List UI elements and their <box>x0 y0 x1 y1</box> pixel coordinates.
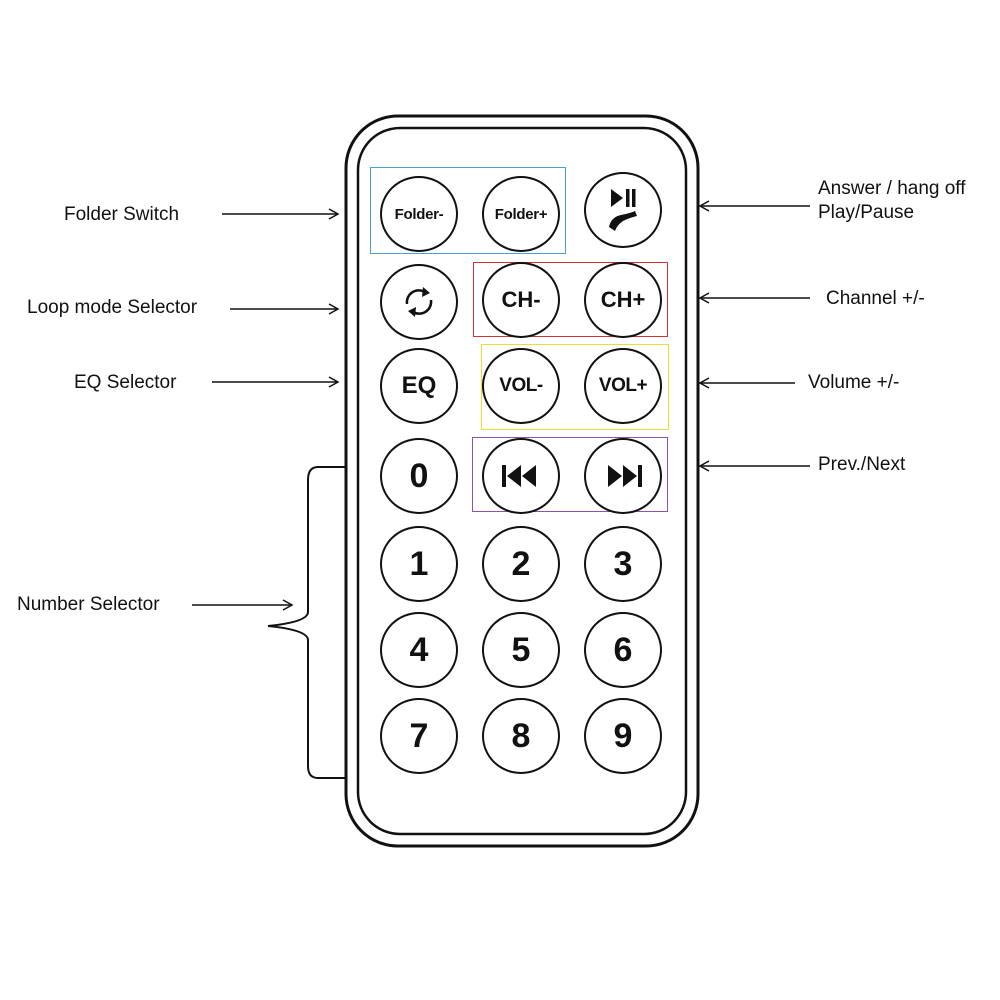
number-0-button[interactable]: 0 <box>380 438 458 514</box>
folder-plus-button[interactable]: Folder+ <box>482 176 560 252</box>
number-1-button[interactable]: 1 <box>380 526 458 602</box>
label-prev-next: Prev./Next <box>818 454 906 475</box>
label-volume: Volume +/- <box>808 372 900 393</box>
number-8-button[interactable]: 8 <box>482 698 560 774</box>
prev-button[interactable] <box>482 438 560 514</box>
number-4-label: 4 <box>409 630 429 669</box>
loop-mode-button[interactable] <box>380 264 458 340</box>
number-5-button[interactable]: 5 <box>482 612 560 688</box>
number-selector-bracket <box>267 466 346 779</box>
channel-minus-label: CH- <box>501 287 541 312</box>
play-pause-button[interactable] <box>584 172 662 248</box>
number-1-label: 1 <box>409 544 429 583</box>
label-eq-selector: EQ Selector <box>74 372 177 393</box>
volume-minus-label: VOL- <box>499 375 543 396</box>
eq-label: EQ <box>401 372 437 399</box>
eq-button[interactable]: EQ <box>380 348 458 424</box>
number-2-button[interactable]: 2 <box>482 526 560 602</box>
play-pause-phone-icon <box>609 189 637 231</box>
volume-minus-button[interactable]: VOL- <box>482 348 560 424</box>
folder-plus-label: Folder+ <box>494 205 548 223</box>
volume-plus-label: VOL+ <box>598 375 648 396</box>
remote-body-outer <box>344 114 700 848</box>
remote-body-inner <box>356 126 688 836</box>
number-0-label: 0 <box>409 456 429 495</box>
number-6-button[interactable]: 6 <box>584 612 662 688</box>
number-3-label: 3 <box>613 544 633 583</box>
channel-group-box <box>473 262 668 337</box>
channel-minus-button[interactable]: CH- <box>482 262 560 338</box>
left-arrows <box>192 208 340 611</box>
number-9-label: 9 <box>613 716 633 755</box>
channel-plus-label: CH+ <box>600 287 646 312</box>
next-button[interactable] <box>584 438 662 514</box>
rewind-icon <box>502 465 536 487</box>
label-answer-hang: Answer / hang off <box>818 178 966 199</box>
prevnext-group-box <box>472 437 668 512</box>
number-4-button[interactable]: 4 <box>380 612 458 688</box>
number-7-button[interactable]: 7 <box>380 698 458 774</box>
number-7-label: 7 <box>409 716 429 755</box>
volume-plus-button[interactable]: VOL+ <box>584 348 662 424</box>
right-arrows <box>698 200 810 472</box>
number-5-label: 5 <box>511 630 531 669</box>
label-number-selector: Number Selector <box>17 594 160 615</box>
loop-icon <box>405 287 433 317</box>
number-6-label: 6 <box>613 630 633 669</box>
number-8-label: 8 <box>511 716 531 755</box>
folder-minus-label: Folder- <box>394 205 444 223</box>
number-9-button[interactable]: 9 <box>584 698 662 774</box>
folder-minus-button[interactable]: Folder- <box>380 176 458 252</box>
fast-forward-icon <box>608 465 642 487</box>
label-channel: Channel +/- <box>826 288 925 309</box>
channel-plus-button[interactable]: CH+ <box>584 262 662 338</box>
label-loop-mode: Loop mode Selector <box>27 297 198 318</box>
number-3-button[interactable]: 3 <box>584 526 662 602</box>
number-2-label: 2 <box>511 544 531 583</box>
folder-group-box <box>370 167 566 254</box>
label-folder-switch: Folder Switch <box>64 204 180 225</box>
volume-group-box <box>481 344 669 430</box>
label-play-pause: Play/Pause <box>818 202 915 223</box>
